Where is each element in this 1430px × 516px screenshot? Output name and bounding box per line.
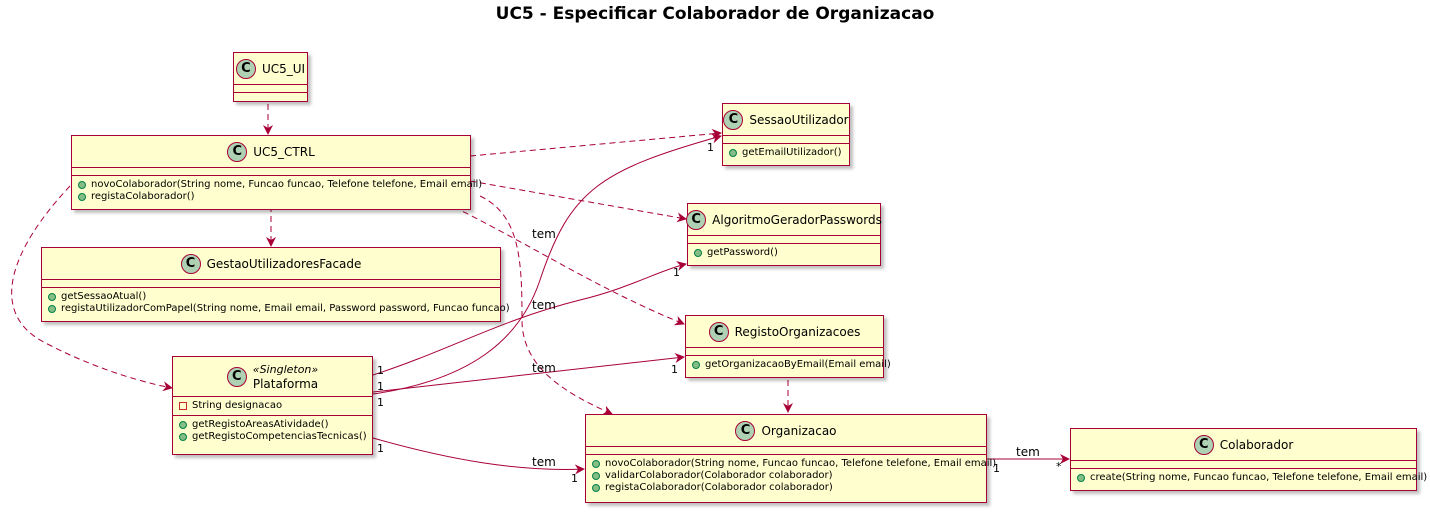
class-name: GestaoUtilizadoresFacade	[206, 256, 362, 271]
method-row: novoColaborador(String nome, Funcao func…	[78, 179, 482, 191]
class-uc5-ctrl: C UC5_CTRL novoColaborador(String nome, …	[71, 135, 482, 210]
public-visibility-icon	[592, 460, 600, 468]
dep-ctrl-algoritmo	[469, 180, 687, 223]
class-name: Colaborador	[1219, 437, 1294, 452]
class-icon: C	[235, 58, 256, 79]
public-visibility-icon	[1077, 474, 1085, 482]
public-visibility-icon	[179, 433, 187, 441]
dep-ctrl-registo	[453, 206, 685, 326]
method-row: novoColaborador(String nome, Funcao func…	[592, 458, 996, 470]
public-visibility-icon	[729, 149, 737, 157]
method-row: validarColaborador(Colaborador colaborad…	[592, 470, 986, 482]
public-visibility-icon	[78, 181, 86, 189]
class-registo-organizacoes: C RegistoOrganizacoes getOrganizacaoByEm…	[685, 315, 891, 378]
method-row: getRegistoCompetenciasTecnicas()	[179, 431, 372, 443]
dep-ctrl-organizacao	[479, 195, 613, 415]
class-sessao-utilizador: C SessaoUtilizador getEmailUtilizador()	[722, 103, 850, 166]
method-row: getRegistoAreasAtividade()	[179, 419, 372, 431]
assoc-label-plat-sessao: tem	[532, 227, 556, 241]
assoc-label-plat-registo: tem	[532, 361, 556, 375]
multiplicity-plat-sessao-dst: 1	[707, 141, 714, 154]
assoc-label-plat-organizacao: tem	[532, 455, 556, 469]
class-organizacao: C Organizacao novoColaborador(String nom…	[585, 414, 996, 503]
class-name: Organizacao	[761, 423, 837, 438]
multiplicity-plat-registo-dst: 1	[671, 363, 678, 376]
assoc-plat-algoritmo	[372, 261, 687, 376]
class-plataforma: C «Singleton» Plataforma String designac…	[172, 356, 373, 455]
public-visibility-icon	[694, 249, 702, 257]
class-colaborador: C Colaborador create(String nome, Funcao…	[1070, 428, 1427, 491]
assoc-plat-registo	[372, 353, 685, 393]
class-name: Plataforma	[252, 376, 319, 391]
method-row: registaUtilizadorComPapel(String nome, E…	[48, 303, 510, 315]
public-visibility-icon	[78, 193, 86, 201]
multiplicity-plat-algo-dst: 1	[673, 266, 680, 279]
class-name: AlgoritmoGeradorPasswords	[712, 212, 882, 227]
assoc-plat-organizacao	[372, 437, 585, 475]
method-row: getOrganizacaoByEmail(Email email)	[692, 359, 891, 371]
assoc-label-org-colaborador: tem	[1016, 445, 1040, 459]
private-visibility-icon	[179, 402, 187, 410]
class-uc5-ui: C UC5_UI	[233, 52, 308, 102]
multiplicity-org-colab-src: 1	[993, 462, 1000, 475]
public-visibility-icon	[692, 361, 700, 369]
class-icon: C	[723, 109, 744, 130]
diagram-title: UC5 - Especificar Colaborador de Organiz…	[495, 4, 935, 24]
method-row: registaColaborador()	[78, 191, 470, 203]
class-icon: C	[1193, 434, 1214, 455]
dep-ctrl-plataforma	[11, 185, 173, 392]
multiplicity-plat-algo-src: 1	[377, 364, 384, 377]
class-name: UC5_CTRL	[253, 144, 315, 159]
class-icon: C	[735, 420, 756, 441]
class-icon: C	[708, 321, 729, 342]
method-row: getEmailUtilizador()	[729, 147, 849, 159]
public-visibility-icon	[592, 484, 600, 492]
class-icon: C	[180, 253, 201, 274]
assoc-label-plat-algoritmo: tem	[532, 298, 556, 312]
class-name: UC5_UI	[261, 61, 306, 76]
method-row: create(String nome, Funcao funcao, Telef…	[1077, 472, 1427, 484]
dep-ctrl-sessao	[469, 128, 722, 157]
method-row: getPassword()	[694, 247, 880, 259]
multiplicity-plat-sessao-src: 1	[377, 380, 384, 393]
public-visibility-icon	[48, 305, 56, 313]
class-icon: C	[226, 366, 247, 387]
public-visibility-icon	[179, 421, 187, 429]
class-algoritmo-gerador-passwords: C AlgoritmoGeradorPasswords getPassword(…	[686, 203, 882, 266]
assoc-plat-sessao	[372, 133, 722, 395]
class-icon: C	[227, 141, 248, 162]
class-icon: C	[686, 209, 707, 230]
class-gestao-utilizadores-facade: C GestaoUtilizadoresFacade getSessaoAtua…	[41, 247, 510, 322]
method-row: registaColaborador(Colaborador colaborad…	[592, 482, 986, 494]
public-visibility-icon	[592, 472, 600, 480]
method-row: getSessaoAtual()	[48, 291, 500, 303]
class-name: SessaoUtilizador	[749, 112, 849, 127]
multiplicity-org-colab-dst: *	[1056, 460, 1062, 473]
multiplicity-plat-registo-src: 1	[377, 396, 384, 409]
multiplicity-plat-org-src: 1	[377, 442, 384, 455]
class-stereotype: «Singleton»	[252, 362, 319, 376]
multiplicity-plat-org-dst: 1	[571, 472, 578, 485]
class-name: RegistoOrganizacoes	[734, 324, 861, 339]
attribute-row: String designacao	[179, 400, 372, 412]
public-visibility-icon	[48, 293, 56, 301]
